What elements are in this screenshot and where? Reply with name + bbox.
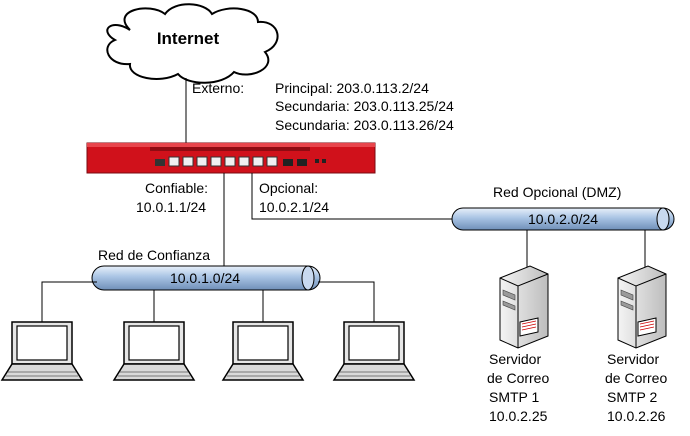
server-icon	[499, 265, 549, 349]
laptop-link-1	[41, 281, 97, 322]
optional-ip: 10.0.2.1/24	[259, 199, 329, 215]
server-1-label: Servidor de Correo SMTP 1 10.0.2.25	[487, 351, 549, 424]
trusted-network-title: Red de Confianza	[98, 247, 210, 263]
server-icon	[617, 265, 667, 349]
external-address-secondary-1: Secundaria: 203.0.113.25/24	[275, 98, 454, 114]
svg-text:SMTP 2: SMTP 2	[607, 389, 658, 405]
trusted-ip: 10.0.1.1/24	[136, 199, 206, 215]
svg-text:10.0.2.26: 10.0.2.26	[607, 408, 666, 424]
laptop-link-4	[318, 281, 375, 322]
external-address-secondary-2: Secundaria: 203.0.113.26/24	[275, 117, 454, 133]
optional-network-subnet: 10.0.2.0/24	[528, 211, 598, 227]
trusted-network-subnet: 10.0.1.0/24	[170, 270, 240, 286]
svg-text:10.0.2.25: 10.0.2.25	[489, 408, 548, 424]
optional-label: Opcional:	[259, 180, 318, 196]
svg-text:de Correo: de Correo	[605, 370, 667, 386]
laptop-icon	[1, 321, 83, 381]
svg-text:Servidor: Servidor	[607, 351, 659, 367]
trusted-network-bar	[91, 265, 321, 291]
external-address-primary: Principal: 203.0.113.2/24	[275, 80, 429, 96]
optional-network-bar	[451, 207, 675, 231]
svg-text:Servidor: Servidor	[489, 351, 541, 367]
firewall-appliance	[86, 142, 376, 174]
trusted-label: Confiable:	[145, 180, 208, 196]
svg-text:de Correo: de Correo	[487, 370, 549, 386]
laptop-icon	[333, 321, 415, 381]
internet-cloud: Internet	[106, 3, 279, 84]
server-2-label: Servidor de Correo SMTP 2 10.0.2.26	[605, 351, 667, 424]
optional-link	[251, 173, 452, 220]
laptop-icon	[113, 321, 195, 381]
laptop-icon	[222, 321, 304, 381]
svg-text:SMTP 1: SMTP 1	[489, 389, 540, 405]
optional-network-title: Red Opcional (DMZ)	[493, 184, 621, 200]
external-label: Externo:	[192, 80, 244, 96]
internet-label: Internet	[157, 29, 220, 48]
